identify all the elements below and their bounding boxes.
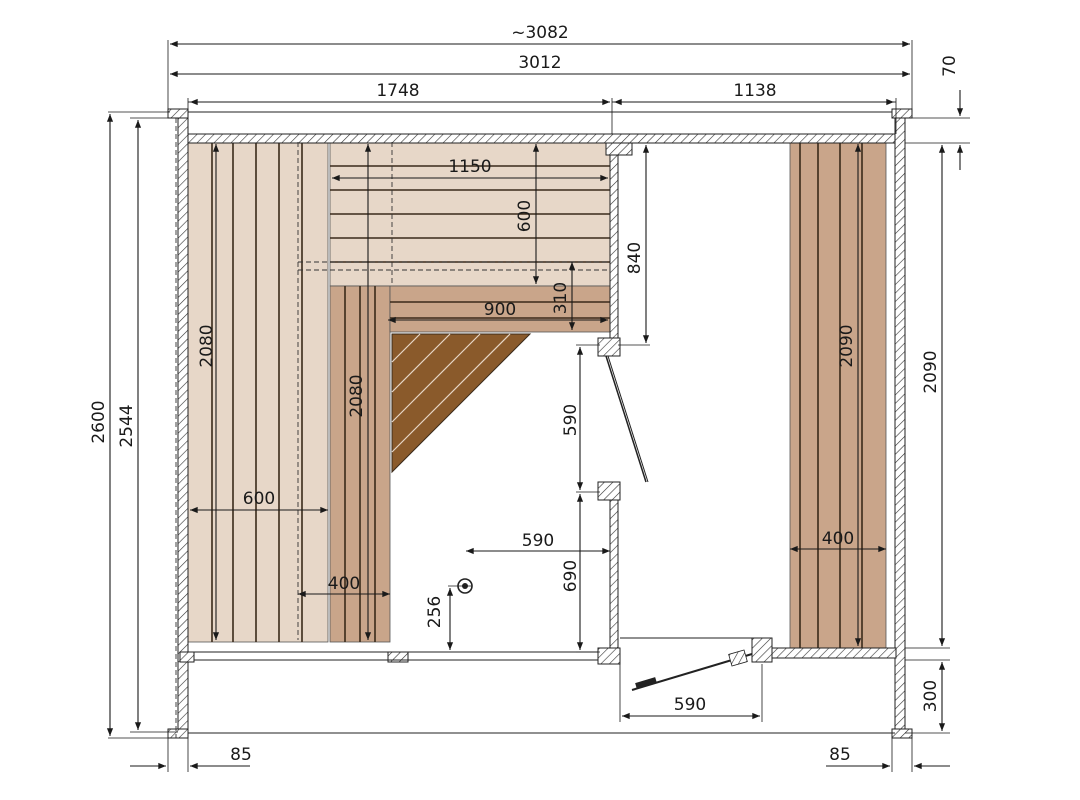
dim-right-wall-length: 2090: [921, 350, 941, 393]
dim-bottom-depth: 300: [921, 680, 941, 712]
left-bench: [187, 141, 329, 643]
dim-partition-length: 690: [561, 560, 581, 592]
dim-middle-bench-length: 2080: [347, 374, 367, 417]
dimension-labels: ~3082 3012 1748 1138 70 1150 600 840 900…: [89, 23, 960, 765]
dim-right-bench-length: 2090: [837, 324, 857, 367]
dim-heater-offset: 256: [425, 596, 445, 628]
dim-door-opening: 590: [561, 404, 581, 436]
dim-left-bench-depth: 600: [243, 489, 275, 509]
dim-inner-height: 2544: [117, 404, 137, 447]
dim-wall-right: 85: [829, 745, 851, 765]
dim-heater-distance: 590: [522, 531, 554, 551]
walls: [167, 108, 913, 739]
outer-door: [631, 649, 753, 691]
dim-room-width: 1138: [733, 81, 776, 101]
dim-door-wall-length: 840: [625, 242, 645, 274]
extension-lines: [108, 40, 970, 772]
sauna-door: [605, 355, 649, 483]
dim-outer-door-opening: 590: [674, 695, 706, 715]
corner-triangle-bench: [391, 333, 532, 474]
middle-bench: [329, 285, 391, 643]
dim-top-offset: 70: [940, 55, 960, 77]
dim-upper-bench-length: 1150: [448, 157, 491, 177]
right-bench: [789, 141, 887, 649]
dim-right-bench-depth: 400: [822, 529, 854, 549]
dim-sauna-width: 1748: [376, 81, 419, 101]
dim-left-bench-length: 2080: [197, 324, 217, 367]
dim-lower-bench-depth: 400: [328, 574, 360, 594]
dim-wall-left: 85: [230, 745, 252, 765]
dim-total-height: 2600: [89, 400, 109, 443]
dim-overall-width: ~3082: [511, 23, 569, 43]
dim-step-height: 310: [551, 282, 571, 314]
dim-width: 3012: [518, 53, 561, 73]
dim-lower-bench-length: 900: [484, 300, 516, 320]
dim-upper-bench-depth: 600: [515, 200, 535, 232]
dimension-lines: [106, 40, 964, 770]
